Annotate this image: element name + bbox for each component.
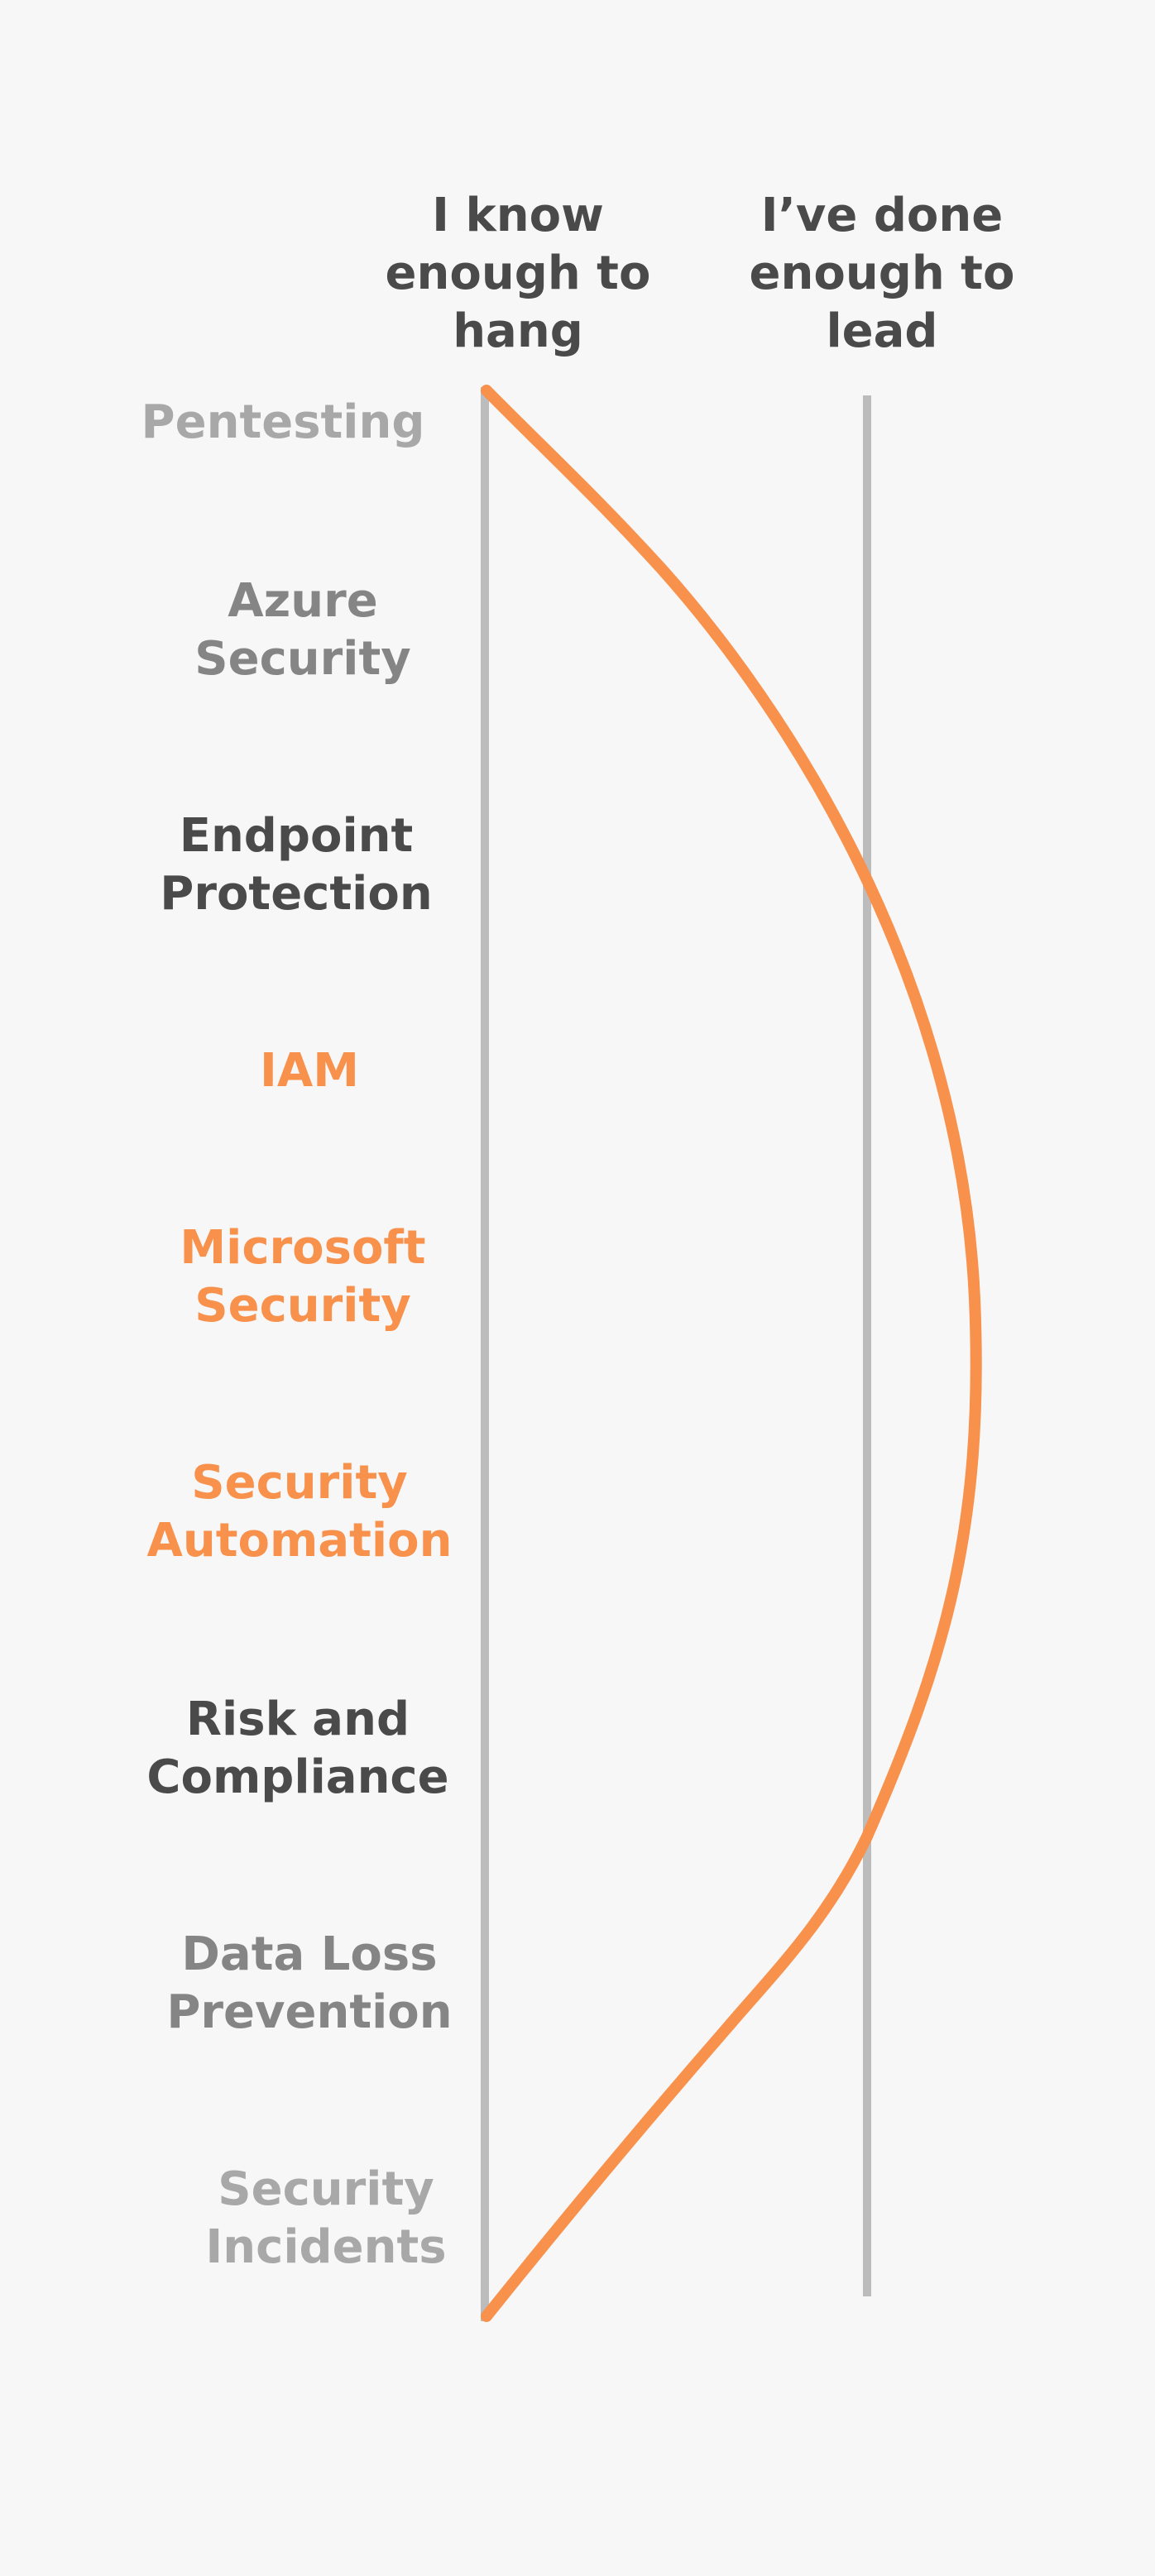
column-header-lead: I’ve done enough to lead [749, 189, 1015, 358]
topic-security-incidents: Security Incidents [205, 2162, 447, 2274]
column-header-hang: I know enough to hang [385, 189, 651, 358]
topic-endpoint-protection: Endpoint Protection [160, 809, 433, 921]
skill-curve [481, 385, 982, 2322]
topic-pentesting: Pentesting [141, 395, 425, 449]
topic-risk-and-compliance: Risk and Compliance [146, 1693, 449, 1804]
topic-microsoft-security: Microsoft Security [180, 1221, 426, 1333]
topic-data-loss-prevention: Data Loss Prevention [166, 1927, 453, 2039]
topic-security-automation: Security Automation [146, 1456, 453, 1568]
topic-azure-security: Azure Security [194, 574, 411, 686]
topic-iam: IAM [260, 1044, 359, 1098]
